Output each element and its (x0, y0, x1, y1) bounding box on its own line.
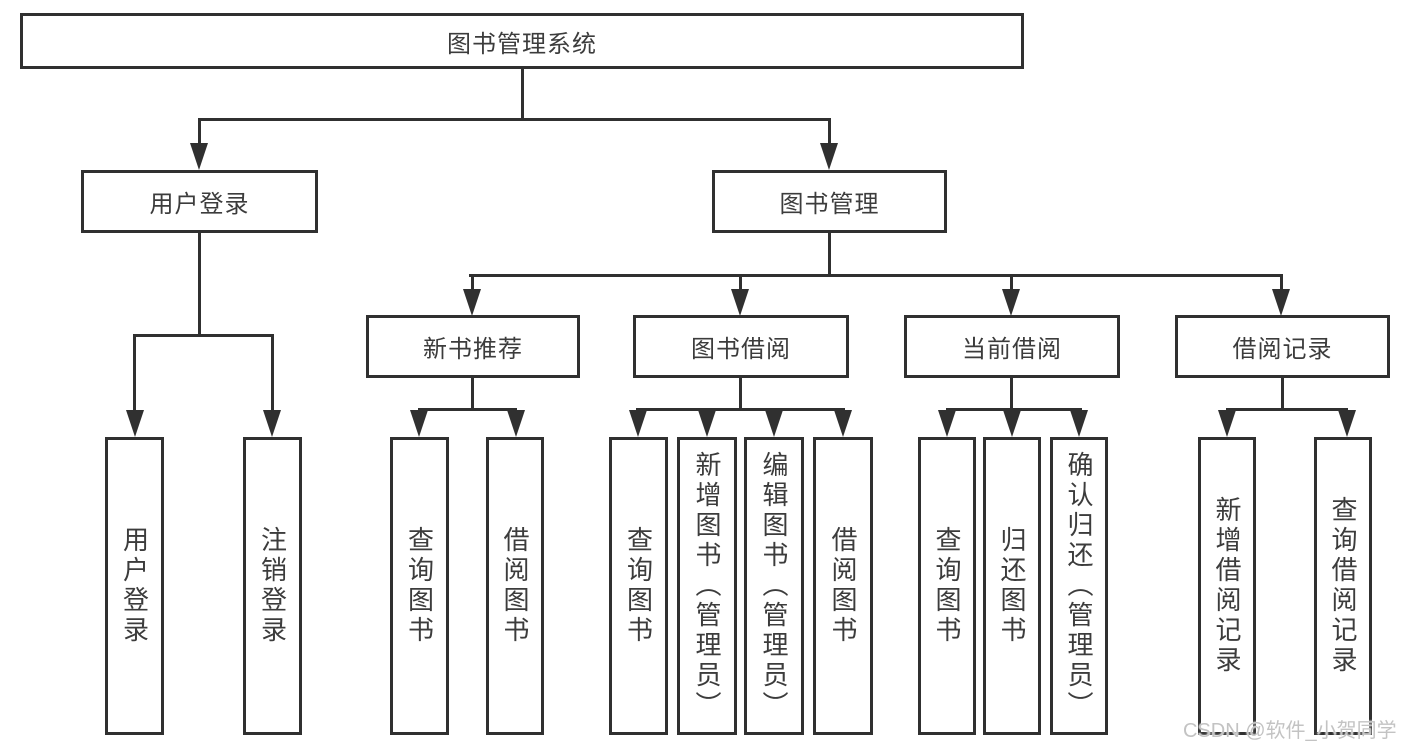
arrowhead-bb-borrow (834, 410, 852, 437)
leaf-bookborrow-query-label: 查询图书 (623, 526, 654, 646)
node-new-book-label: 新书推荐 (423, 336, 523, 363)
arrowhead-cb-return (1003, 410, 1021, 437)
connector-borrow-record-stem (1281, 378, 1284, 410)
arrowhead-bb-query (629, 410, 647, 437)
arrowhead-new-book (463, 289, 481, 316)
leaf-user-login: 用户登录 (105, 437, 164, 735)
connector-drop-current-borrow (1010, 274, 1013, 292)
arrowhead-borrow-record (1272, 289, 1290, 316)
leaf-logout-label: 注销登录 (257, 526, 288, 646)
leaf-currentborrow-query: 查询图书 (918, 437, 976, 735)
node-current-borrow-label: 当前借阅 (962, 336, 1062, 363)
leaf-bookborrow-edit: 编辑图书（管理员） (744, 437, 804, 735)
leaf-user-login-label: 用户登录 (119, 526, 150, 646)
connector-new-book-stem (471, 378, 474, 410)
connector-level2-horizontal (198, 118, 831, 121)
connector-drop-new-book (471, 274, 474, 292)
arrowhead-leaf-login (126, 410, 144, 437)
connector-borrow-record-horizontal (1226, 408, 1348, 411)
csdn-watermark: CSDN @软件_小贺同学 (1183, 720, 1397, 742)
connector-new-book-horizontal (418, 408, 517, 411)
connector-book-borrow-horizontal (636, 408, 845, 411)
connector-level3-horizontal (469, 274, 1283, 277)
leaf-newbook-borrow-label: 借阅图书 (500, 526, 530, 646)
node-new-book: 新书推荐 (366, 315, 580, 378)
leaf-record-add-label: 新增借阅记录 (1212, 496, 1242, 676)
leaf-record-query: 查询借阅记录 (1314, 437, 1372, 735)
connector-root-stem (521, 68, 524, 120)
leaf-bookborrow-add-label: 新增图书（管理员） (692, 451, 722, 721)
arrowhead-cb-confirm (1070, 410, 1088, 437)
connector-drop-leaf-login (133, 334, 136, 412)
arrowhead-current-borrow (1002, 289, 1020, 316)
leaf-newbook-borrow: 借阅图书 (486, 437, 544, 735)
leaf-record-query-label: 查询借阅记录 (1328, 496, 1358, 676)
leaf-bookborrow-borrow-label: 借阅图书 (828, 526, 858, 646)
leaf-newbook-query-label: 查询图书 (404, 526, 435, 646)
node-root: 图书管理系统 (20, 13, 1024, 69)
leaf-record-add: 新增借阅记录 (1198, 437, 1256, 735)
leaf-currentborrow-confirm: 确认归还（管理员） (1050, 437, 1108, 735)
leaf-bookborrow-borrow: 借阅图书 (813, 437, 873, 735)
connector-drop-book-borrow (739, 274, 742, 292)
arrowhead-nb-query (410, 410, 428, 437)
leaf-currentborrow-return: 归还图书 (983, 437, 1041, 735)
node-book-manage-label: 图书管理 (779, 191, 880, 218)
node-book-manage: 图书管理 (712, 170, 947, 233)
connector-drop-user-login (198, 118, 201, 146)
leaf-bookborrow-edit-label: 编辑图书（管理员） (759, 451, 789, 721)
arrowhead-bb-edit (765, 410, 783, 437)
leaf-currentborrow-return-label: 归还图书 (997, 526, 1027, 646)
arrowhead-bb-add (698, 410, 716, 437)
arrowhead-leaf-logout (263, 410, 281, 437)
arrowhead-br-query (1338, 410, 1356, 437)
connector-book-manage-stem (828, 233, 831, 276)
connector-user-login-stem (198, 233, 201, 337)
arrowhead-user-login (190, 143, 208, 170)
connector-book-borrow-stem (739, 378, 742, 410)
node-borrow-record-label: 借阅记录 (1232, 336, 1333, 363)
leaf-currentborrow-confirm-label: 确认归还（管理员） (1064, 451, 1094, 721)
connector-current-borrow-horizontal (946, 408, 1082, 411)
arrowhead-cb-query (938, 410, 956, 437)
node-user-login: 用户登录 (81, 170, 318, 233)
arrowhead-nb-borrow (507, 410, 525, 437)
arrowhead-br-add (1218, 410, 1236, 437)
leaf-bookborrow-query: 查询图书 (609, 437, 668, 735)
leaf-bookborrow-add: 新增图书（管理员） (677, 437, 737, 735)
node-root-label: 图书管理系统 (447, 30, 597, 58)
node-book-borrow: 图书借阅 (633, 315, 849, 378)
leaf-logout: 注销登录 (243, 437, 302, 735)
arrowhead-book-manage (820, 143, 838, 170)
connector-drop-leaf-logout (271, 334, 274, 412)
node-borrow-record: 借阅记录 (1175, 315, 1390, 378)
connector-user-login-horizontal (133, 334, 274, 337)
leaf-currentborrow-query-label: 查询图书 (932, 526, 962, 646)
connector-drop-book-manage (828, 118, 831, 146)
connector-current-borrow-stem (1010, 378, 1013, 410)
leaf-newbook-query: 查询图书 (390, 437, 449, 735)
node-current-borrow: 当前借阅 (904, 315, 1120, 378)
node-book-borrow-label: 图书借阅 (691, 336, 791, 363)
connector-drop-borrow-record (1280, 274, 1283, 292)
node-user-login-label: 用户登录 (149, 191, 250, 218)
arrowhead-book-borrow (731, 289, 749, 316)
